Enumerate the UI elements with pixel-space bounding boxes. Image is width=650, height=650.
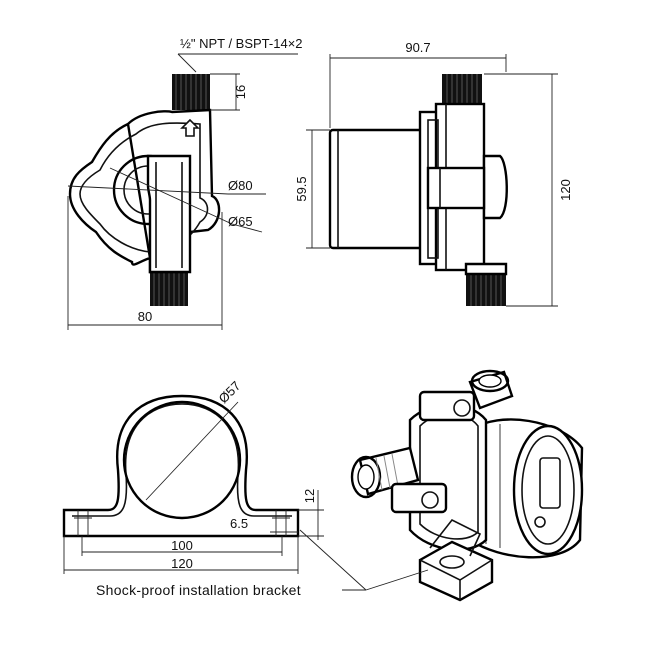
thread-spec-label: ½" NPT / BSPT-14×2 <box>180 36 303 51</box>
flange-dia-dim: Ø80 <box>228 178 253 193</box>
side-dimensions: 90.7 120 59.5 <box>294 40 573 307</box>
bracket-view <box>62 394 300 538</box>
bottom-thread <box>150 272 188 306</box>
top-length-dim: 90.7 <box>405 40 430 55</box>
body-dia-dim: Ø65 <box>228 214 253 229</box>
top-thread <box>172 74 210 110</box>
bracket-bore-dim: Ø57 <box>216 378 244 406</box>
side-height-dim: 120 <box>558 179 573 201</box>
pump-housing-outline <box>68 108 221 274</box>
thread-length-dim: 16 <box>233 85 248 99</box>
bracket-bore <box>122 400 242 520</box>
front-dimensions: ½" NPT / BSPT-14×2 16 Ø80 Ø65 80 <box>67 36 303 330</box>
hole-offset-dim: 6.5 <box>230 516 248 531</box>
caption-label: Shock-proof installation bracket <box>96 582 301 598</box>
bracket-outline <box>62 394 300 538</box>
bracket-caption: Shock-proof installation bracket <box>96 529 429 598</box>
motor-height-dim: 59.5 <box>294 176 309 201</box>
bracket-width-dim: 120 <box>171 556 193 571</box>
side-view <box>328 74 508 306</box>
pump-3d-view <box>350 369 584 602</box>
bracket-height-dim: 12 <box>302 489 317 503</box>
motor-body <box>328 128 424 250</box>
flow-arrow-icon <box>180 118 200 137</box>
front-view <box>67 74 233 306</box>
front-width-dim: 80 <box>138 309 152 324</box>
hole-spacing-dim: 100 <box>171 538 193 553</box>
